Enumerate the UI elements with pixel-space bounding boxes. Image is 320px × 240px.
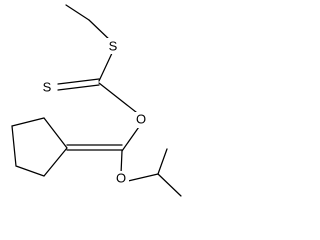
bond-oxygen-isopropyl-carbon <box>127 173 159 182</box>
bond-isopropyl-methyl-upper <box>157 148 168 175</box>
bond-oxygen-vinylic-carbon <box>121 123 142 152</box>
atom-oxygen-ester: O <box>136 111 146 126</box>
atom-oxygen-isopropoxy: O <box>116 170 126 185</box>
atom-sulfur-thioether: S <box>109 38 118 53</box>
label-bg-oxygen-isopropoxy <box>113 171 129 187</box>
bond-thione-double-b <box>57 84 100 91</box>
bond-sulfur-thiocarbonyl-carbon <box>98 50 114 82</box>
label-bg-sulfur-thione <box>39 80 55 96</box>
chemical-structure-diagram: S S O O <box>11 4 182 197</box>
atom-sulfur-thione: S <box>43 79 52 94</box>
cyclopentane-ring <box>11 117 68 177</box>
label-bg-sulfur-thioether <box>105 38 121 54</box>
label-bg-oxygen-ester <box>133 112 149 128</box>
bond-vinylic-carbon-oxygen <box>120 150 123 175</box>
bond-thiocarbonyl-oxygen <box>98 82 142 117</box>
bond-methyl-methylene <box>65 4 90 21</box>
molecule-svg: S S O O <box>11 4 182 197</box>
bond-thione-double-a <box>57 78 100 85</box>
bond-isopropyl-methyl-lower <box>157 173 182 197</box>
